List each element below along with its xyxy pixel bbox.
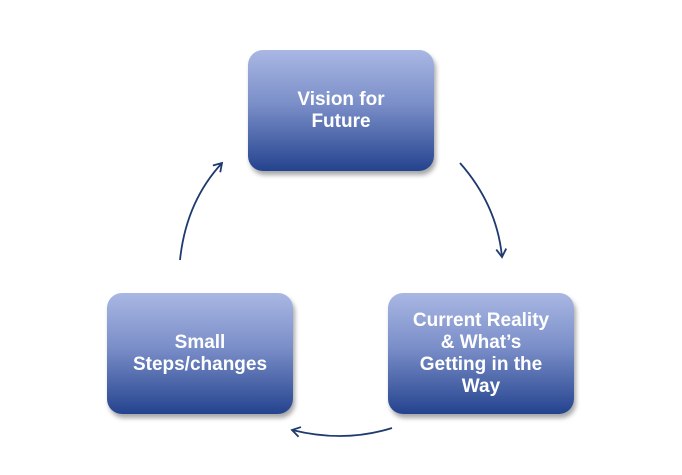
vision-label: Vision for Future xyxy=(297,88,385,132)
small-steps-node: Small Steps/changes xyxy=(107,293,293,414)
small-steps-label: Small Steps/changes xyxy=(132,331,268,375)
current-reality-node: Current Reality & What’s Getting in the … xyxy=(388,293,574,414)
vision-node: Vision for Future xyxy=(248,50,434,171)
current-reality-label: Current Reality & What’s Getting in the … xyxy=(412,309,550,397)
arrow-reality-to-steps xyxy=(290,426,393,438)
arrow-steps-to-vision xyxy=(179,161,224,261)
arrow-vision-to-reality xyxy=(459,162,508,259)
